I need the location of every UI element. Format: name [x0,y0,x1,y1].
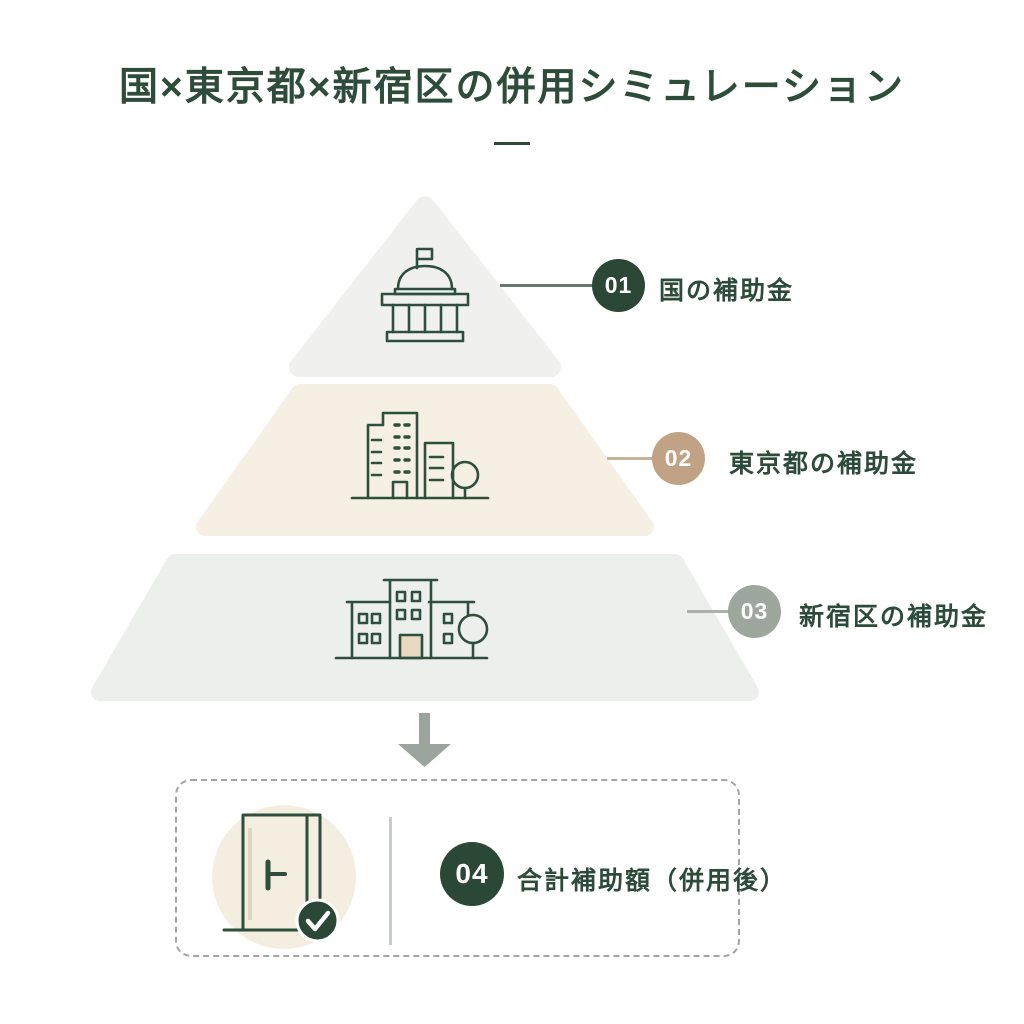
check-badge-icon [295,898,340,943]
dome [396,264,454,291]
tier-2-connector-line [607,457,653,460]
tower-window [395,590,407,603]
title-underline-rule [494,142,530,145]
tower-window [410,608,422,621]
pyramid-tier-3-shape [91,554,759,701]
short-building-dash-windows [428,455,445,482]
tier-2-label: 東京都の補助金 [729,450,919,478]
tall-building [366,411,419,500]
entablature [380,292,470,307]
tier-1-connector-line [500,284,593,287]
door-accent-strip [248,828,252,920]
tier-1-number-badge: 01 [592,259,645,312]
tall-building-dash-windows [370,438,383,477]
tier-3-connector-line [687,610,729,613]
flag-pole [415,247,434,270]
wing-window [357,632,369,645]
tall-building-dot-windows [393,423,411,474]
center-tower [382,578,439,660]
result-number-badge: 04 [440,842,504,906]
door-frame [241,813,322,932]
result-divider-line [389,817,392,945]
wing-window [370,612,382,625]
wing-window [370,632,382,645]
page-title: 国×東京都×新宿区の併用シミュレーション [119,66,905,109]
entrance-door [398,633,424,660]
tower-window [395,608,407,621]
building-base [385,330,465,343]
government-building-icon [380,247,470,343]
result-label: 合計補助額（併用後） [517,867,788,895]
result-dashed-box [175,779,740,957]
tier-2-number-badge: 02 [652,432,705,485]
ward-office-building-icon [334,578,489,660]
wing-window [442,612,454,625]
down-arrow-icon [398,713,451,767]
wing-window [357,612,369,625]
right-wing [427,600,476,616]
city-buildings-icon [350,411,490,500]
short-building [423,441,455,500]
tier-3-label: 新宿区の補助金 [799,603,989,631]
tier-3-number-badge: 03 [728,585,781,638]
wing-window [442,632,454,645]
tree-canopy [457,613,489,645]
tall-building-door [391,480,409,500]
tower-window [410,590,422,603]
pyramid-tier-1-shape [289,196,561,377]
columns [391,303,459,334]
tree-canopy [450,460,480,490]
left-wing [345,600,392,660]
tier-1-label: 国の補助金 [659,277,795,305]
